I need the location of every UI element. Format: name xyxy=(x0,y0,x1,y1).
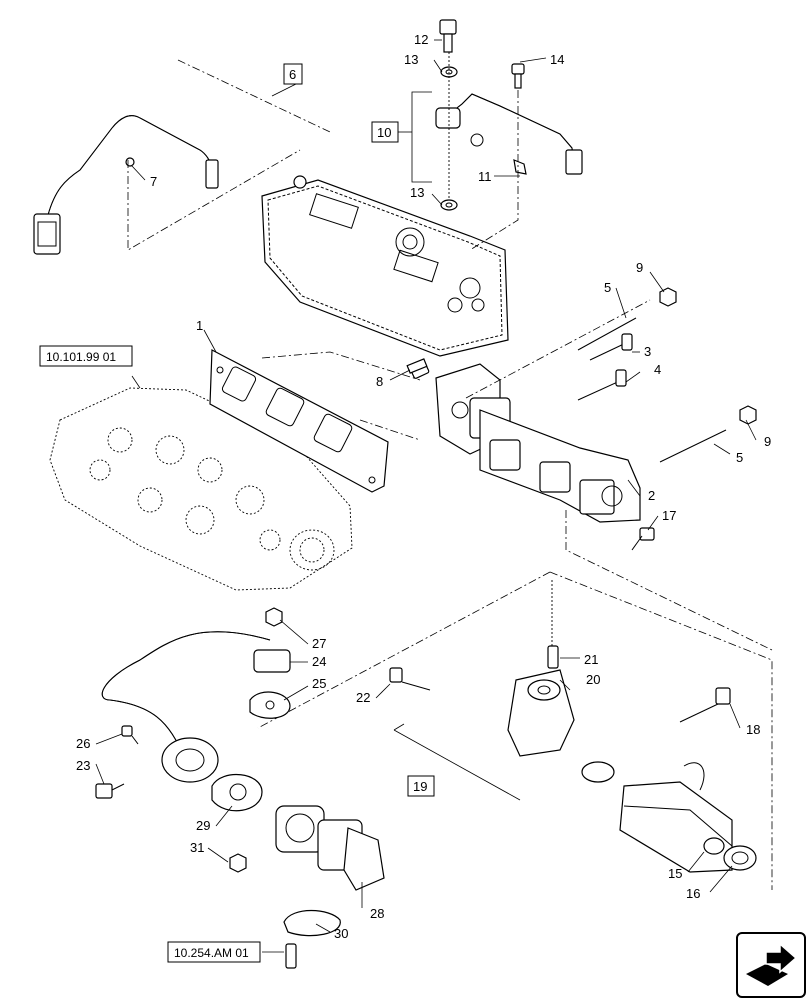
callout-8: 8 xyxy=(376,374,383,389)
callout-17: 17 xyxy=(662,508,676,523)
next-page-arrow-icon[interactable] xyxy=(736,932,806,998)
egr-pipe xyxy=(101,607,291,783)
egr-gasket-29 xyxy=(211,773,263,812)
callout-15: 15 xyxy=(668,866,682,881)
egr-valve xyxy=(229,805,385,891)
callout-5-top: 5 xyxy=(604,280,611,295)
callout-25: 25 xyxy=(312,676,326,691)
callout-27: 27 xyxy=(312,636,326,651)
boxed-callout-19: 19 xyxy=(413,779,427,794)
callout-4: 4 xyxy=(654,362,661,377)
egr-elbow xyxy=(389,645,575,757)
callout-9-top: 9 xyxy=(636,260,643,275)
banjo-bolt-assembly xyxy=(435,19,583,211)
callout-2: 2 xyxy=(648,488,655,503)
callout-18: 18 xyxy=(746,722,760,737)
callout-16: 16 xyxy=(686,886,700,901)
exhaust-manifold xyxy=(410,363,641,523)
egr-gasket-25 xyxy=(249,691,291,719)
egr-gasket-30 xyxy=(283,910,341,937)
manifold-gasket xyxy=(209,349,389,493)
callout-11: 11 xyxy=(478,169,492,184)
callout-14: 14 xyxy=(550,52,564,67)
callout-13-top: 13 xyxy=(404,52,418,67)
pipe-sensor xyxy=(95,725,139,799)
valve-cover xyxy=(261,175,509,357)
manifold-fasteners xyxy=(406,287,757,551)
callout-13-bottom: 13 xyxy=(410,185,424,200)
callout-30: 30 xyxy=(334,926,348,941)
callout-7: 7 xyxy=(150,174,157,189)
callout-12: 12 xyxy=(414,32,428,47)
callout-29: 29 xyxy=(196,818,210,833)
temperature-sensor-harness xyxy=(33,115,219,255)
callout-28: 28 xyxy=(370,906,384,921)
callout-3: 3 xyxy=(644,344,651,359)
callout-1: 1 xyxy=(196,318,203,333)
callout-31: 31 xyxy=(190,840,204,855)
callout-9-bottom: 9 xyxy=(764,434,771,449)
reference-cylinder-head[interactable]: 10.101.99 01 xyxy=(46,350,116,364)
callout-24: 24 xyxy=(312,654,326,669)
callout-22: 22 xyxy=(356,690,370,705)
callout-21: 21 xyxy=(584,652,598,667)
callout-5-bottom: 5 xyxy=(736,450,743,465)
egr-cooler xyxy=(581,761,757,873)
boxed-callout-6: 6 xyxy=(289,67,296,82)
callout-leaders xyxy=(95,39,757,953)
callout-23: 23 xyxy=(76,758,90,773)
boxed-callout-10: 10 xyxy=(377,125,391,140)
cylinder-head xyxy=(49,387,353,591)
callout-20: 20 xyxy=(586,672,600,687)
reference-egr-valve[interactable]: 10.254.AM 01 xyxy=(174,946,249,960)
callout-26: 26 xyxy=(76,736,90,751)
